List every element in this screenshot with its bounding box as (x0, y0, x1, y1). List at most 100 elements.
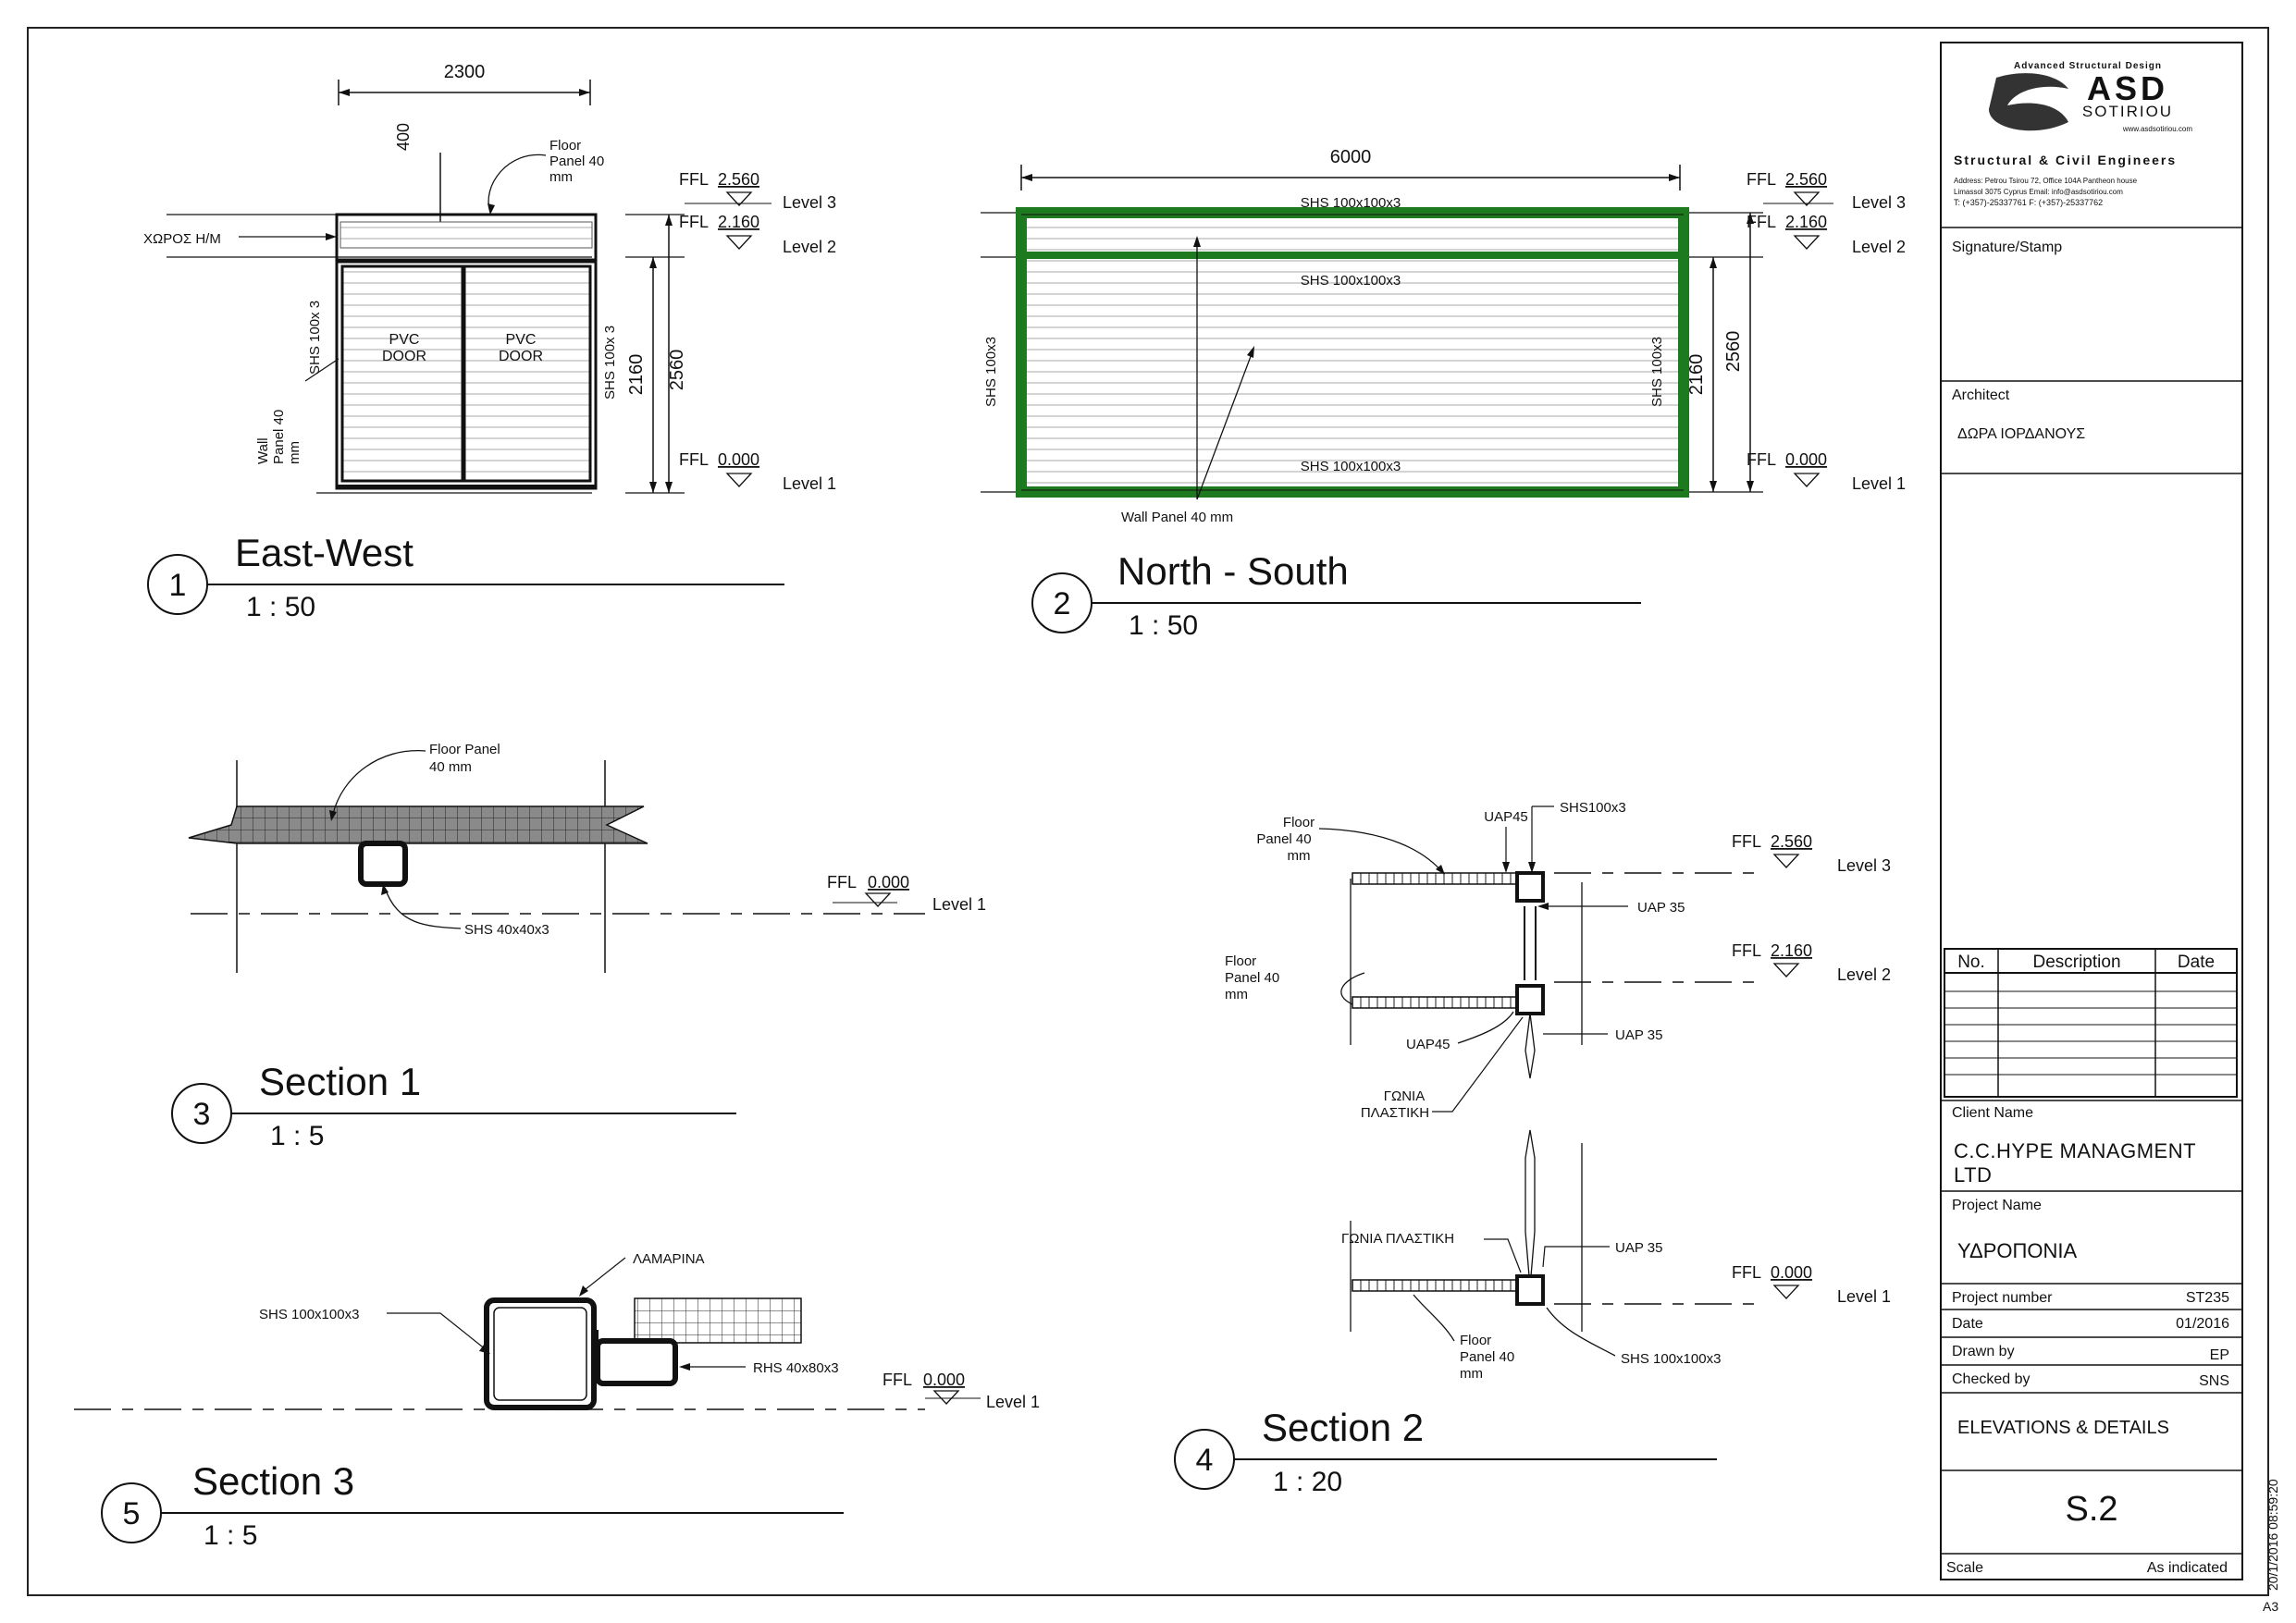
ew-l2-name: Level 2 (783, 238, 836, 256)
project-number: ST235 (2186, 1290, 2229, 1306)
s1-shs: SHS 40x40x3 (464, 922, 549, 938)
sheet-number: S.2 (2065, 1490, 2117, 1529)
ns-dim-2160: 2160 (1686, 354, 1707, 396)
logo-sub: SOTIRIOU (2082, 103, 2173, 120)
ns-l1-ffl: FFL (1747, 450, 1776, 469)
ew-wall-panel-1: Wall (255, 437, 271, 464)
s3-ffl-value: 0.000 (923, 1371, 965, 1389)
ew-door-right-2: DOOR (499, 349, 543, 364)
ew-l1-ffl: FFL (679, 450, 709, 469)
ew-dim-top: 400 (394, 123, 413, 151)
scale-label: Scale (1946, 1560, 1983, 1576)
ew-room-label: ΧΩΡΟΣ Η/Μ (143, 231, 221, 247)
view-scale: 1 : 50 (246, 592, 315, 622)
ns-wall-panel: Wall Panel 40 mm (1121, 510, 1233, 525)
ns-l2-value: 2.160 (1785, 213, 1827, 231)
s2-uap35-c: UAP 35 (1615, 1240, 1662, 1256)
drawn-label: Drawn by (1952, 1344, 2015, 1359)
view-number: 1 (169, 568, 187, 603)
company-tagline: Advanced Structural Design (2014, 61, 2162, 71)
s1-floor-panel-2: 40 mm (429, 759, 472, 775)
address-2: Limassol 3075 Cyprus Email: info@asdsoti… (1954, 188, 2123, 196)
view-number: 2 (1054, 586, 1071, 621)
s2-l3-name: Level 3 (1837, 856, 1891, 875)
view-section-2: Floor Panel 40 mm UAP45 SHS100x3 UAP 35 … (1174, 800, 1891, 1497)
view-number: 5 (123, 1496, 141, 1531)
s2-l2-ffl: FFL (1732, 941, 1761, 960)
ew-dim-2560: 2560 (667, 350, 687, 391)
drawn-value: EP (2210, 1347, 2229, 1363)
website: www.asdsotiriou.com (2122, 125, 2192, 133)
scale-value: As indicated (2147, 1560, 2228, 1576)
s2-shs-bottom: SHS 100x100x3 (1621, 1351, 1721, 1367)
ns-shs-mid: SHS 100x100x3 (1301, 273, 1401, 289)
project-label: Project Name (1952, 1198, 2042, 1213)
architect-name: ΔΩΡΑ ΙΟΡΔΑΝΟΥΣ (1957, 426, 2085, 442)
view-number: 3 (193, 1097, 211, 1132)
view-number: 4 (1196, 1443, 1214, 1478)
s1-floor-panel-1: Floor Panel (429, 742, 500, 757)
paper-size: A3 (2263, 1599, 2278, 1614)
signature-label: Signature/Stamp (1952, 240, 2062, 255)
address-3: T: (+357)-25337761 F: (+357)-25337762 (1954, 198, 2103, 207)
ew-l3-ffl: FFL (679, 170, 709, 189)
ew-l1-value: 0.000 (718, 450, 759, 469)
view-section-3: ΛΑΜΑΡΙΝΑ SHS 100x100x3 RHS 40x80x3 FFL 0… (74, 1251, 1040, 1551)
ns-l1-value: 0.000 (1785, 450, 1827, 469)
ns-shs-top: SHS 100x100x3 (1301, 195, 1401, 211)
s2-floor-panel-bottom-3: mm (1460, 1366, 1483, 1382)
ns-shs-bottom: SHS 100x100x3 (1301, 459, 1401, 474)
ew-l3-value: 2.560 (718, 170, 759, 189)
ns-l2-ffl: FFL (1747, 213, 1776, 231)
s2-floor-panel-bottom-1: Floor (1460, 1333, 1491, 1348)
ew-floor-panel-3: mm (549, 169, 573, 185)
ns-l3-value: 2.560 (1785, 170, 1827, 189)
s2-floor-panel-mid-1: Floor (1225, 953, 1256, 969)
date-value: 01/2016 (2176, 1316, 2229, 1332)
company-desc: Structural & Civil Engineers (1954, 153, 2177, 167)
asd-logo-swirl (1989, 73, 2068, 131)
ew-wall-panel-2: Panel 40 (271, 410, 287, 464)
ns-dim-2560: 2560 (1723, 331, 1744, 373)
s2-uap35-b: UAP 35 (1615, 1027, 1662, 1043)
logo-main: ASD (2087, 69, 2168, 107)
view-title: Section 2 (1262, 1406, 1424, 1449)
date-label: Date (1952, 1316, 1983, 1332)
ns-shs-right: SHS 100x3 (1649, 337, 1665, 407)
s3-rhs: RHS 40x80x3 (753, 1360, 839, 1376)
address-1: Address: Petrou Tsirou 72, Office 104A P… (1954, 177, 2138, 185)
ew-floor-panel-1: Floor (549, 138, 581, 154)
client-label: Client Name (1952, 1105, 2033, 1121)
ew-shs-right: SHS 100x 3 (602, 326, 618, 400)
view-title: Section 1 (259, 1060, 421, 1103)
s3-shs: SHS 100x100x3 (259, 1307, 359, 1322)
s3-level-name: Level 1 (986, 1393, 1040, 1411)
project-name: ΥΔΡΟΠΟΝΙΑ (1957, 1239, 2078, 1262)
s2-l1-ffl: FFL (1732, 1263, 1761, 1282)
s2-l3-ffl: FFL (1732, 832, 1761, 851)
ew-shs-left: SHS 100x 3 (307, 301, 323, 375)
project-number-label: Project number (1952, 1290, 2053, 1306)
view-section-1: Floor Panel 40 mm SHS 40x40x3 FFL 0.000 … (171, 742, 986, 1151)
s2-l2-value: 2.160 (1771, 941, 1812, 960)
s2-floor-panel-bottom-2: Panel 40 (1460, 1349, 1514, 1365)
rev-header-desc: Description (2032, 953, 2120, 972)
title-block: Advanced Structural Design ASD SOTIRIOU … (1940, 42, 2243, 1580)
ns-l3-name: Level 3 (1852, 193, 1906, 212)
s3-lamarina: ΛΑΜΑΡΙΝΑ (633, 1251, 705, 1267)
s2-floor-panel-mid-2: Panel 40 (1225, 970, 1279, 986)
s2-floor-panel-top-3: mm (1288, 848, 1311, 864)
view-scale: 1 : 20 (1273, 1467, 1342, 1497)
sheet-title: ELEVATIONS & DETAILS (1957, 1418, 2169, 1438)
ns-l1-name: Level 1 (1852, 474, 1906, 493)
s2-floor-panel-top-2: Panel 40 (1256, 831, 1311, 847)
rev-header-no: No. (1957, 953, 1985, 972)
ns-l3-ffl: FFL (1747, 170, 1776, 189)
ew-door-left-1: PVC (389, 332, 420, 348)
s2-floor-panel-top-1: Floor (1283, 815, 1315, 830)
ew-dim-2160: 2160 (626, 354, 647, 396)
ew-dim-width: 2300 (444, 62, 486, 82)
s2-l1-value: 0.000 (1771, 1263, 1812, 1282)
architect-label: Architect (1952, 387, 2010, 403)
